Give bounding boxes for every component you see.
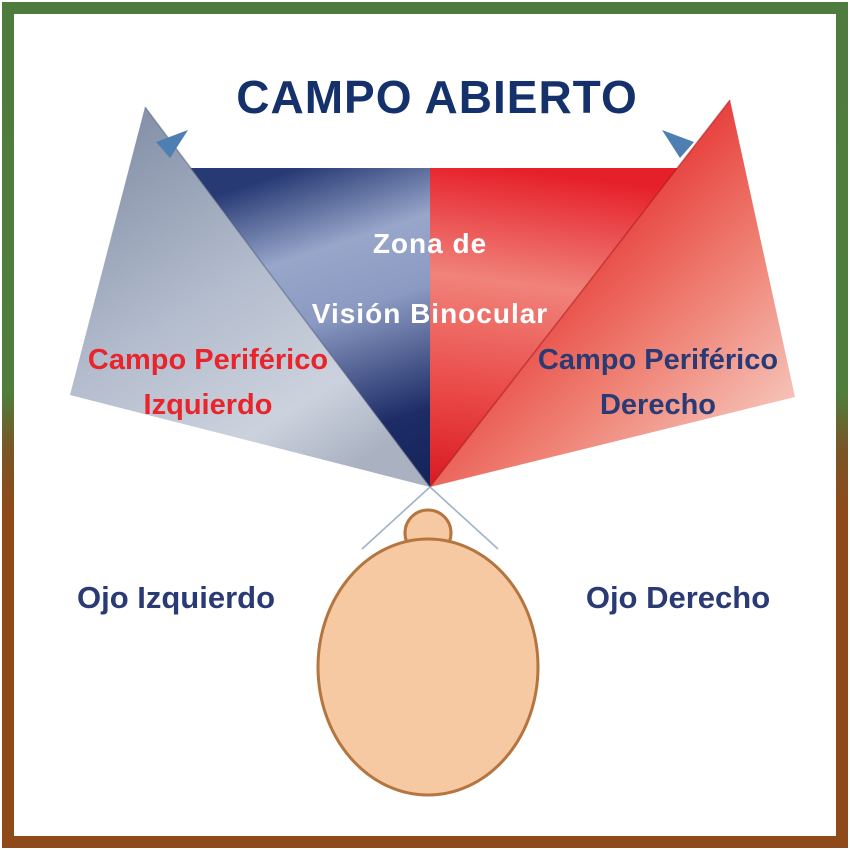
right-fold-edge xyxy=(429,99,731,488)
left-peripheral-label-line1: Campo Periférico xyxy=(87,344,329,376)
sight-line-left xyxy=(361,486,431,550)
right-peripheral-label-line1: Campo Periférico xyxy=(537,344,779,376)
left-fold-edge xyxy=(144,106,431,488)
right-peripheral-label-line2: Derecho xyxy=(599,389,717,421)
right-peripheral-field-shape xyxy=(430,100,795,487)
page-title: CAMPO ABIERTO xyxy=(236,71,638,123)
arrow-icon-right xyxy=(662,130,694,158)
right-eye-label: Ojo Derecho xyxy=(585,580,771,615)
left-peripheral-label-line2: Izquierdo xyxy=(143,389,273,421)
right-peripheral-label: Campo Periférico Derecho xyxy=(538,338,778,428)
binocular-zone-label-line1: Zona de xyxy=(372,228,488,259)
left-peripheral-field-shape xyxy=(70,107,430,487)
left-peripheral-label: Campo Periférico Izquierdo xyxy=(88,338,328,428)
left-eye-label: Ojo Izquierdo xyxy=(76,580,276,615)
arrow-icon-left xyxy=(156,130,188,158)
binocular-zone-label-line2: Visión Binocular xyxy=(311,298,549,329)
sight-line-right xyxy=(429,486,499,550)
head-shape xyxy=(316,537,540,797)
